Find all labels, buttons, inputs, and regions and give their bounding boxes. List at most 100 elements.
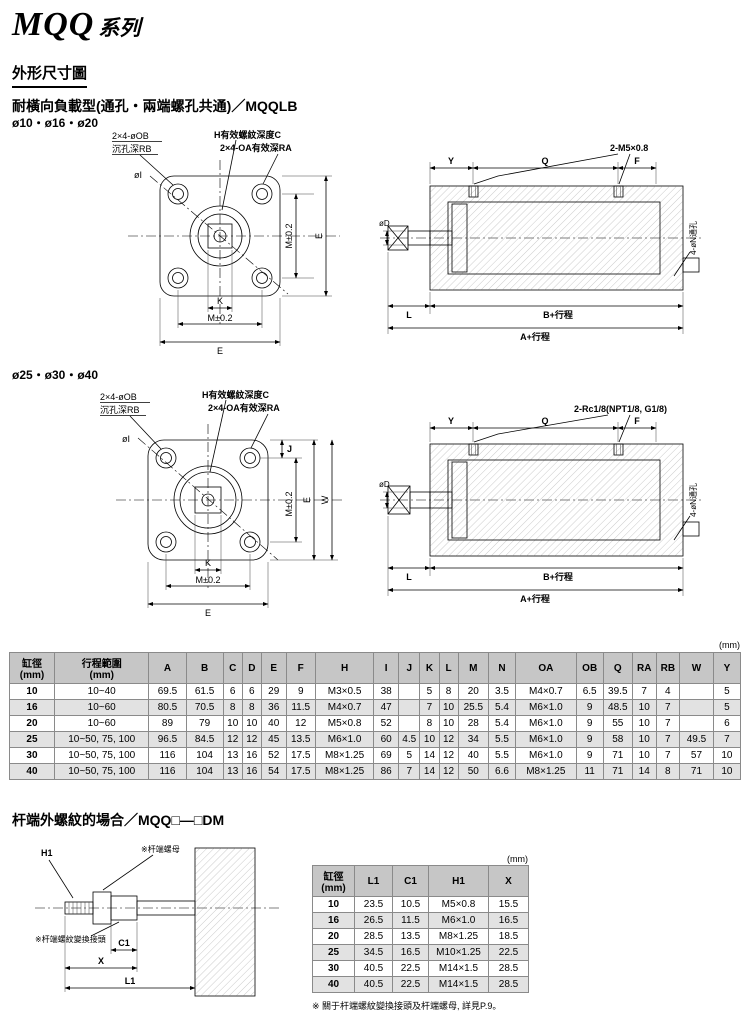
table-cell: 12 (438, 763, 459, 780)
section-heading-rod-end: 杆端外螺紋的場合／MQQ□—□DM (12, 812, 225, 828)
callout-thread-depth: H有效螺紋深度C 2×4-OA有效深RA (202, 389, 280, 473)
table-cell: 7 (419, 699, 440, 716)
table-cell: 8 (419, 715, 440, 732)
column-header: RA (631, 652, 657, 684)
table-cell: 22.5 (392, 976, 429, 993)
svg-text:Q: Q (541, 156, 548, 166)
series-suffix: 系列 (98, 16, 141, 40)
dimension-y: Y (429, 416, 474, 442)
table-cell: 11 (575, 763, 604, 780)
table-cell: 9 (575, 715, 604, 732)
callout-port: 2-M5×0.8 (473, 143, 648, 185)
body-outline (147, 439, 269, 561)
table-cell: 10.5 (392, 896, 429, 913)
svg-text:※杆端螺紋變換接頭: ※杆端螺紋變換接頭 (35, 934, 106, 944)
table-cell: 28.5 (488, 960, 529, 977)
table-cell: M3×0.5 (314, 683, 375, 700)
table-cell: 25 (9, 731, 55, 748)
table-cell (398, 715, 421, 732)
section-heading-dimensions: 外形尺寸圖 (12, 62, 88, 88)
cylinder-body-partial (194, 847, 256, 997)
column-header: C1 (392, 865, 429, 897)
table-cell: 6.6 (487, 763, 516, 780)
table-cell: M14×1.5 (428, 960, 489, 977)
table-cell: 10~40 (53, 683, 150, 700)
svg-text:B+行程: B+行程 (543, 571, 573, 582)
svg-text:2×4-øOB: 2×4-øOB (100, 392, 137, 402)
table-cell: 10 (631, 699, 657, 716)
table-cell: 5.5 (487, 731, 516, 748)
table-cell (679, 699, 714, 716)
column-header: OA (514, 652, 577, 684)
svg-text:Y: Y (448, 156, 454, 166)
table-cell: 4.5 (398, 731, 421, 748)
dimension-k: K (194, 515, 222, 574)
table-cell: 7 (655, 715, 681, 732)
table-cell: 61.5 (185, 683, 224, 700)
table-cell: 7 (631, 683, 657, 700)
table-cell: 89 (148, 715, 187, 732)
svg-text:E: E (302, 497, 312, 503)
table-cell: M8×1.25 (314, 747, 375, 764)
table-cell: 7 (655, 731, 681, 748)
table-cell: 39.5 (602, 683, 633, 700)
table-cell: M6×1.0 (514, 715, 577, 732)
table-cell: M6×1.0 (514, 731, 577, 748)
series-name: MQQ (12, 6, 95, 43)
table-cell: 71 (602, 747, 633, 764)
table-cell: 7 (712, 731, 742, 748)
dimension-f: F (617, 156, 657, 184)
table-cell: 10~60 (53, 715, 150, 732)
table-cell: M4×0.7 (514, 683, 577, 700)
table-cell: 17.5 (285, 747, 316, 764)
table-cell: 14 (631, 763, 657, 780)
port-label: 2-Rc1/8(NPT1/8, G1/8) (574, 404, 667, 414)
table-cell: 13.5 (392, 928, 429, 945)
dimension-a-stroke: A+行程 (387, 588, 684, 604)
column-header: H1 (428, 865, 489, 897)
svg-text:M±0.2: M±0.2 (284, 492, 294, 517)
rod-with-adapter (64, 891, 196, 925)
table-cell: 11.5 (392, 912, 429, 929)
svg-text:øD: øD (379, 480, 390, 489)
table-cell: 12 (438, 747, 459, 764)
table-cell: 10 (419, 731, 440, 748)
svg-text:F: F (634, 156, 640, 166)
side-view-small-bore: 2-M5×0.8 Y Q F øD 4-øN通孔 L B+行程 A+行程 (379, 143, 704, 342)
table-cell: 71 (679, 763, 714, 780)
table-cell: 3.5 (487, 683, 516, 700)
thread-depth-label: H有效螺紋深度C (214, 129, 281, 140)
table-cell: 10~50, 75, 100 (53, 731, 150, 748)
table-cell: 16 (312, 912, 355, 929)
svg-text:※杆端螺母: ※杆端螺母 (141, 844, 180, 854)
table-cell: 47 (373, 699, 400, 716)
column-header: Q (602, 652, 633, 684)
column-header: OB (575, 652, 604, 684)
dimension-l: L (387, 516, 431, 596)
table-cell: M6×1.0 (314, 731, 375, 748)
svg-text:L: L (406, 572, 412, 582)
dimension-a-stroke: A+行程 (387, 326, 684, 342)
table-cell: 34.5 (354, 944, 393, 961)
table-cell: 14 (419, 747, 440, 764)
dimension-q: Q (472, 416, 619, 442)
table-cell: 96.5 (148, 731, 187, 748)
table-cell (679, 683, 714, 700)
column-header: F (285, 652, 316, 684)
bore-sizes-large: ø25・ø30・ø40 (12, 368, 99, 382)
svg-text:H有效螺紋深度C: H有效螺紋深度C (202, 389, 269, 400)
table-cell: 60 (373, 731, 400, 748)
table-cell: 104 (185, 747, 224, 764)
table-cell: 5 (712, 683, 742, 700)
table-cell: 70.5 (185, 699, 224, 716)
table-cell: 79 (185, 715, 224, 732)
